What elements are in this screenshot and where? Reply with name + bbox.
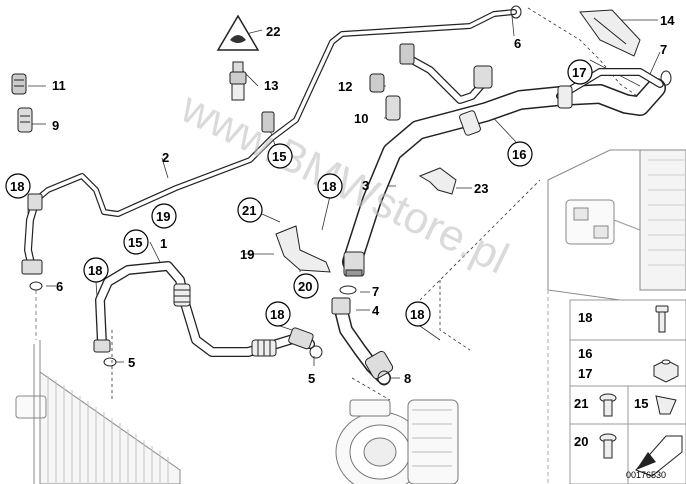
- callout-3: 3: [362, 178, 369, 193]
- hose-coupling-3: [459, 110, 481, 136]
- o-ring-5-left: [103, 357, 117, 367]
- svg-text:18: 18: [322, 179, 336, 194]
- legend-18-label: 18: [578, 310, 592, 325]
- valve-core-9: [17, 107, 33, 133]
- parts-legend: 18 16 17 21 15 20: [569, 299, 686, 484]
- catalog-number: 00176530: [626, 470, 666, 480]
- legend-21-label: 21: [574, 396, 588, 411]
- callout-circle-18-c: 18: [83, 257, 109, 283]
- svg-text:17: 17: [572, 65, 586, 80]
- o-ring-6-top: [510, 5, 522, 19]
- svg-text:20: 20: [298, 279, 312, 294]
- callout-14: 14: [660, 13, 675, 28]
- svg-text:18: 18: [410, 307, 424, 322]
- legend-screw-icon: [599, 393, 617, 417]
- fittings: [11, 5, 672, 386]
- svg-text:21: 21: [242, 203, 256, 218]
- svg-text:18: 18: [88, 263, 102, 278]
- legend-20-label: 20: [574, 434, 588, 449]
- callout-6-left: 6: [56, 279, 63, 294]
- callout-circle-15-mid: 15: [123, 229, 149, 255]
- cap-11: [11, 73, 27, 95]
- left-pipe-top-fitting: [27, 193, 43, 211]
- evaporator-housing-drawing: [547, 149, 686, 484]
- callout-circle-18-e: 18: [405, 301, 431, 327]
- fitting-near-16: [399, 43, 493, 89]
- callout-circle-20: 20: [293, 273, 319, 299]
- svg-text:15: 15: [128, 235, 142, 250]
- hose-coupling-2: [251, 339, 277, 357]
- callout-12: 12: [338, 79, 352, 94]
- legend-clip-icon: [655, 395, 677, 415]
- callout-9: 9: [52, 118, 59, 133]
- warning-triangle-22: [216, 14, 260, 51]
- pipe-expansion-connector: [408, 56, 490, 104]
- svg-text:18: 18: [10, 179, 24, 194]
- callout-1: 1: [160, 236, 167, 251]
- callout-circle-19: 19: [151, 203, 177, 229]
- bracket-19: [275, 225, 331, 273]
- o-ring-5-mid: [309, 345, 323, 359]
- callout-circle-18-a: 18: [5, 173, 31, 199]
- bracket-14: [579, 9, 641, 57]
- pipe-4-top-fitting: [331, 297, 351, 315]
- svg-text:19: 19: [156, 209, 170, 224]
- callout-circle-17-top: 17: [567, 59, 593, 85]
- condenser-drawing: [15, 290, 181, 484]
- legend-17-label: 17: [578, 366, 592, 381]
- compressor-drawing: [335, 399, 459, 484]
- hose-coupling-4: [557, 85, 573, 109]
- callout-19-b: 19: [240, 247, 254, 262]
- legend-15-label: 15: [634, 396, 648, 411]
- hose-3-suction-line: [342, 78, 666, 272]
- hose-coupling-1: [173, 283, 191, 307]
- callout-22: 22: [266, 24, 280, 39]
- callout-8: 8: [404, 371, 411, 386]
- cap-12: [369, 73, 385, 93]
- clamp-23: [418, 167, 457, 195]
- legend-nut-icon: [653, 359, 679, 383]
- o-ring-6-left: [29, 281, 43, 291]
- o-ring-7-mid: [339, 285, 357, 295]
- callout-2: 2: [162, 150, 169, 165]
- legend-arrow-icon: [635, 435, 683, 477]
- callouts: 22 14 6 7 11 13 12 9 10 2 3 23 1 19 6 7 …: [5, 13, 675, 386]
- callout-10: 10: [354, 111, 368, 126]
- legend-bolt-flange-icon: [599, 433, 617, 459]
- callout-circle-15-top: 15: [267, 143, 293, 169]
- callout-4: 4: [372, 303, 380, 318]
- callout-13: 13: [264, 78, 278, 93]
- legend-bolt-icon: [655, 305, 669, 333]
- callout-23: 23: [474, 181, 488, 196]
- o-ring-8: [377, 370, 391, 386]
- callout-circle-21: 21: [237, 197, 263, 223]
- svg-text:16: 16: [512, 147, 526, 162]
- hose-end-fitting: [343, 251, 365, 277]
- o-ring-7-top: [660, 70, 672, 86]
- pressure-switch-13: [229, 61, 247, 101]
- callout-7-top: 7: [660, 42, 667, 57]
- callout-5-mid: 5: [308, 371, 315, 386]
- callout-11: 11: [52, 78, 66, 93]
- pipe-2-pressure-line: [33, 9, 517, 217]
- svg-text:15: 15: [272, 149, 286, 164]
- valve-core-10: [385, 95, 401, 121]
- pipe-1-start-fitting: [93, 339, 111, 353]
- pipe-1-end-fitting: [288, 327, 314, 350]
- callout-5-left: 5: [128, 355, 135, 370]
- legend-16-label: 16: [578, 346, 592, 361]
- callout-6-top: 6: [514, 36, 521, 51]
- svg-text:18: 18: [270, 307, 284, 322]
- service-port-upper: [261, 111, 275, 133]
- callout-circle-18-d: 18: [265, 301, 291, 327]
- callout-circle-16: 16: [507, 141, 533, 167]
- left-pipe-end-fitting: [21, 259, 43, 275]
- callout-7-mid: 7: [372, 284, 379, 299]
- callout-circle-18-b: 18: [317, 173, 343, 199]
